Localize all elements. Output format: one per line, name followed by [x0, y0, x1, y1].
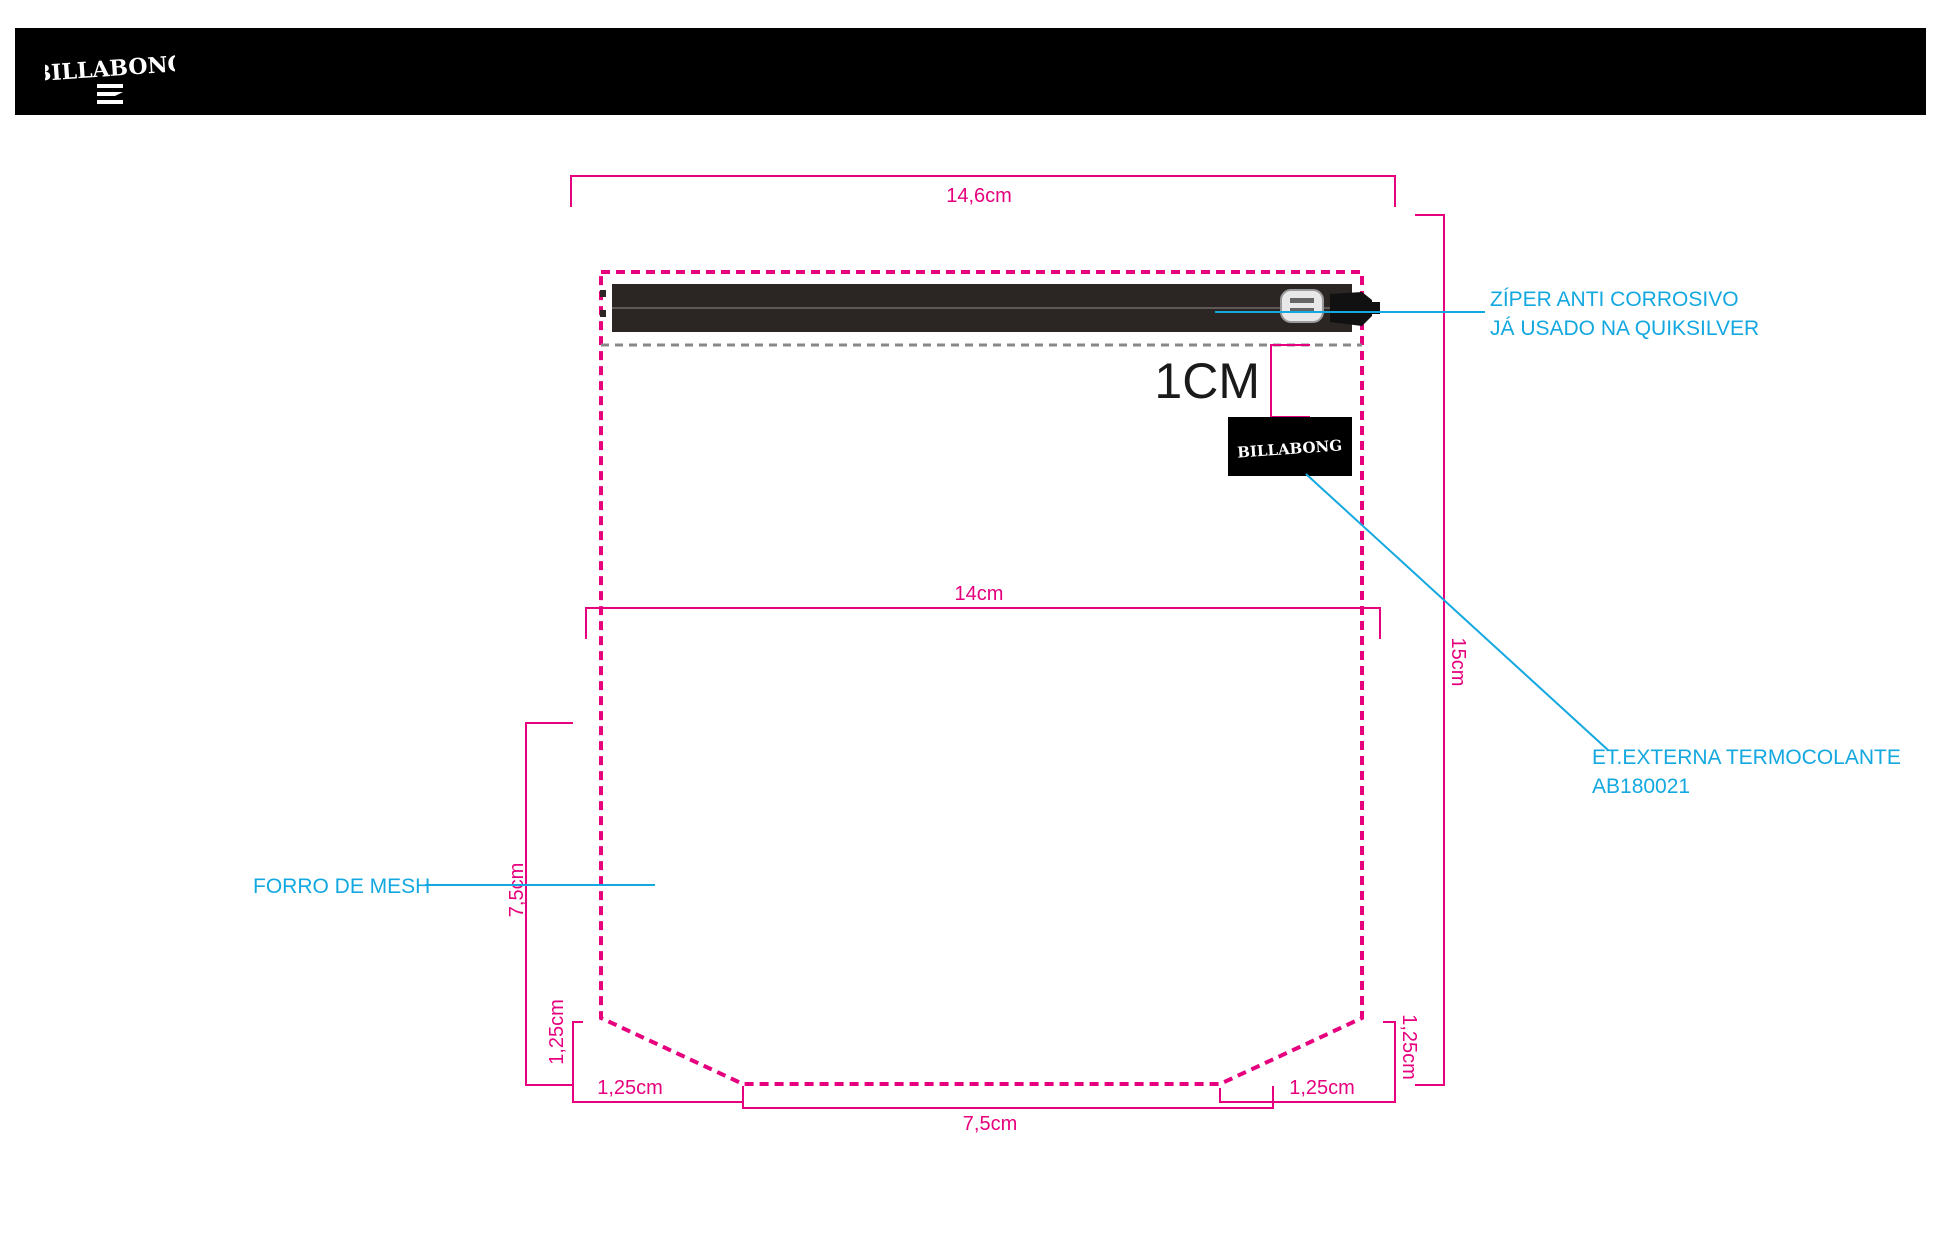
callout-zipper-line2: JÁ USADO NA QUIKSILVER — [1490, 317, 1759, 340]
callout-leaders — [425, 311, 1609, 886]
callout-lining: FORRO DE MESH — [253, 875, 430, 898]
dimension-corner-height-left — [572, 1021, 583, 1103]
dimension-bottom-width-label: 7,5cm — [963, 1113, 1017, 1135]
dimension-top-width-label: 14,6cm — [946, 185, 1012, 207]
dimension-corner-width-right — [1219, 1088, 1395, 1103]
pocket-outline — [599, 270, 1364, 1086]
dimension-pocket-width-label: 14cm — [955, 583, 1004, 605]
zipper — [600, 284, 1352, 332]
dimension-zipper-to-label-text: 1CM — [1154, 353, 1260, 409]
dimension-bottom-width — [742, 1086, 1274, 1109]
dimension-total-height — [1415, 214, 1445, 1086]
callout-label-line2: AB180021 — [1592, 775, 1690, 798]
callout-label-line1: ET.EXTERNA TERMOCOLANTE — [1592, 746, 1901, 769]
label-patch: BILLABONG — [1228, 417, 1352, 476]
dimension-corner-height-right — [1383, 1021, 1396, 1103]
dimension-total-height-label: 15cm — [1447, 638, 1469, 687]
dimension-corner-width-left-label: 1,25cm — [597, 1077, 663, 1099]
callout-zipper-line1: ZÍPER ANTI CORROSIVO — [1490, 288, 1739, 311]
dimension-corner-height-left-label: 1,25cm — [546, 999, 568, 1065]
header-bar: BILLABONG — [15, 28, 1926, 115]
dimension-pocket-width — [585, 607, 1381, 639]
billabong-logo: BILLABONG — [45, 51, 175, 104]
zipper-slider-icon — [1280, 289, 1380, 326]
dimension-corner-height-right-label: 1,25cm — [1398, 1014, 1420, 1080]
dimension-corner-width-right-label: 1,25cm — [1289, 1077, 1355, 1099]
dimension-lower-height-label: 7,5cm — [506, 863, 528, 917]
dimension-lower-height — [525, 722, 573, 1086]
dimension-top-width — [570, 175, 1396, 207]
dimension-zipper-to-label — [1270, 344, 1310, 418]
